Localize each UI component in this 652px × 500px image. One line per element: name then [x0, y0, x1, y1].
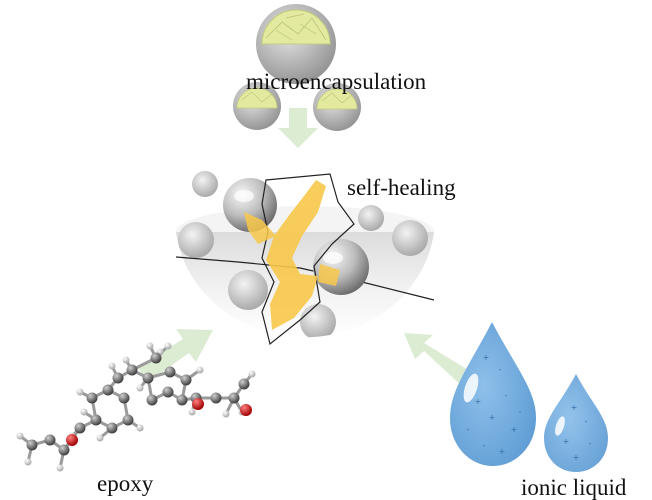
carbon-atom — [112, 372, 124, 384]
charge-sign: + — [475, 397, 482, 406]
hydrogen-atom — [196, 366, 204, 374]
charge-sign: - — [585, 417, 588, 426]
hydrogen-atom — [76, 388, 84, 396]
carbon-atom — [122, 414, 134, 426]
hydrogen-atom — [56, 464, 64, 472]
carbon-atom — [150, 352, 162, 364]
charge-sign: + — [571, 403, 578, 412]
hydrogen-atom — [108, 362, 116, 370]
carbon-atom — [74, 422, 86, 434]
label-epoxy: epoxy — [97, 471, 154, 496]
charge-sign: + — [563, 437, 570, 446]
charge-sign: - — [483, 441, 486, 450]
carbon-atom — [106, 422, 118, 434]
label-microencapsulation: microencapsulation — [246, 69, 427, 94]
epoxy-molecule — [16, 342, 256, 472]
matrix-sphere — [175, 171, 435, 346]
hydrogen-atom — [96, 434, 104, 442]
carbon-atom — [44, 434, 56, 446]
hydrogen-atom — [248, 370, 256, 378]
carbon-atom — [90, 414, 102, 426]
hydrogen-atom — [146, 342, 154, 350]
arrow-from-ionic-liquid — [404, 333, 478, 388]
crack-outline — [261, 173, 355, 346]
carbon-atom — [142, 372, 154, 384]
charge-sign: - — [589, 439, 592, 448]
charge-sign: + — [499, 447, 506, 456]
charge-sign: + — [573, 453, 580, 462]
carbon-atom — [180, 374, 192, 386]
carbon-atom — [118, 392, 130, 404]
hydrogen-atom — [24, 458, 32, 466]
hydrogen-atom — [164, 342, 172, 350]
carbon-atom — [86, 392, 98, 404]
carbon-atom — [58, 444, 70, 456]
oxygen-atom — [240, 404, 252, 416]
arrow-down — [278, 108, 318, 148]
hydrogen-atom — [188, 408, 196, 416]
healing-agent — [266, 180, 326, 330]
droplet-small — [544, 374, 608, 472]
hydrogen-atom — [136, 424, 144, 432]
charge-sign: - — [467, 425, 470, 434]
hydrogen-atom — [222, 410, 230, 418]
charge-sign: + — [483, 353, 490, 362]
arrow-from-epoxy — [138, 329, 213, 382]
label-ionic-liquid: ionic liquid — [521, 475, 627, 500]
carbon-atom — [126, 364, 138, 376]
ionic-liquid-droplets: +-+-+-+-+-+-+-+ — [450, 322, 608, 472]
droplet-large — [450, 322, 536, 466]
microcapsule-left — [233, 82, 281, 130]
carbon-atom — [176, 394, 188, 406]
hydrogen-atom — [136, 384, 144, 392]
carbon-atom — [26, 439, 38, 451]
crack-line — [175, 256, 435, 301]
carbon-atom — [146, 394, 158, 406]
microcapsule-right — [313, 83, 361, 131]
charge-sign: - — [499, 365, 502, 374]
carbon-atom — [210, 392, 222, 404]
oxygen-atom — [192, 398, 204, 410]
charge-signs: +-+-+-+-+-+-+-+ — [467, 353, 592, 462]
oxygen-atom — [66, 434, 78, 446]
carbon-atom — [164, 366, 176, 378]
carbon-atom — [238, 378, 250, 390]
hydrogen-atom — [80, 408, 88, 416]
carbon-atom — [228, 392, 240, 404]
microcapsules — [233, 4, 361, 131]
carbon-atom — [102, 384, 114, 396]
carbon-atom — [162, 386, 174, 398]
hydrogen-atom — [16, 432, 24, 440]
charge-sign: - — [505, 391, 508, 400]
hydrogen-atom — [122, 356, 130, 364]
label-self-healing: self-healing — [347, 175, 456, 200]
charge-sign: - — [519, 407, 522, 416]
charge-sign: + — [511, 425, 518, 434]
charge-sign: + — [489, 413, 496, 422]
microcapsule-large — [256, 4, 336, 84]
